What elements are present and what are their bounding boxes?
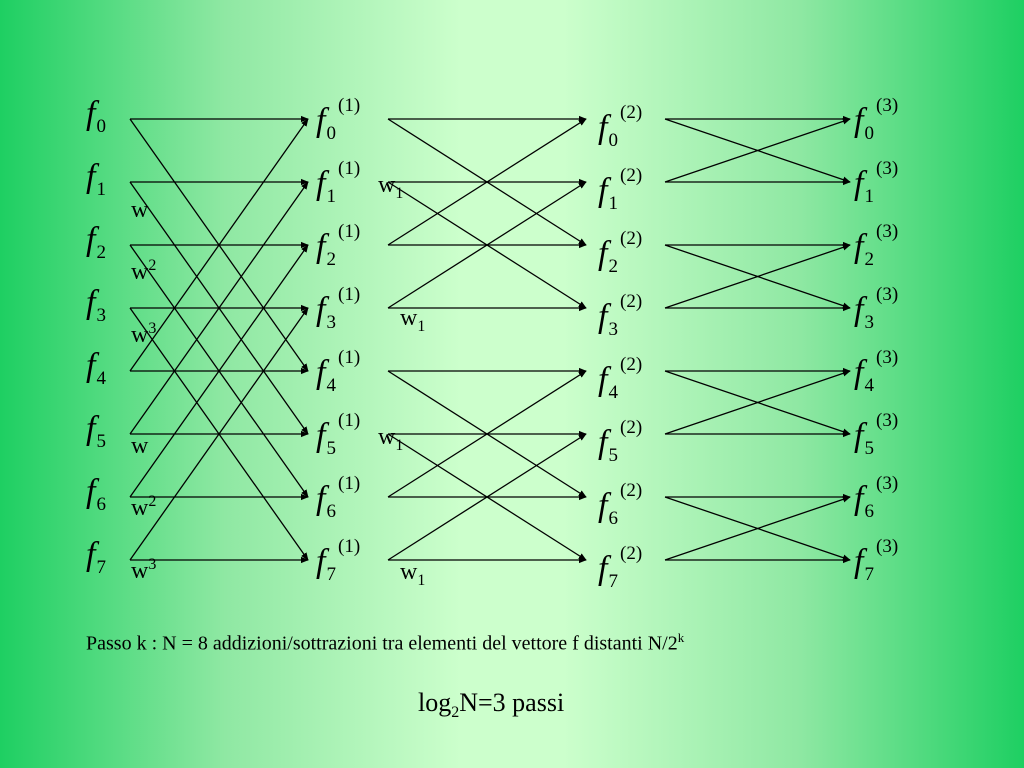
- edge-stage1-7-to-3: [129, 307, 309, 561]
- node-f4-stage3: f4(3): [854, 347, 899, 396]
- node-f3-input: f3: [86, 284, 106, 326]
- node-f6-input: f6: [86, 473, 106, 515]
- weight-f3-stage1: w3: [131, 320, 157, 348]
- node-f6-stage2: f6(2): [598, 480, 643, 529]
- weight-f5-stage1: w: [131, 433, 149, 459]
- weight-f7-stage2: w1: [400, 559, 426, 589]
- node-f0-stage1: f0(1): [316, 95, 361, 144]
- weight-f1-stage2: w1: [378, 172, 404, 202]
- weight-f1-stage1: w: [131, 197, 149, 223]
- node-f3-stage2: f3(2): [598, 291, 643, 340]
- node-f1-stage1: f1(1): [316, 158, 361, 207]
- weight-f7-stage1: w3: [131, 556, 157, 584]
- node-f7-input: f7: [86, 536, 106, 578]
- node-f4-input: f4: [86, 347, 106, 389]
- weight-f5-stage2: w1: [378, 424, 404, 454]
- edge-stage2-3-to-1: [387, 181, 587, 309]
- node-f7-stage1: f7(1): [316, 536, 361, 585]
- edge-stage1-6-to-2: [129, 244, 309, 498]
- weight-f2-stage1: w2: [131, 257, 157, 285]
- node-f2-input: f2: [86, 221, 106, 263]
- node-f2-stage2: f2(2): [598, 228, 643, 277]
- node-f5-stage1: f5(1): [316, 410, 361, 459]
- steps-formula: log2N=3 passi: [418, 688, 565, 722]
- edge-stage3-7-to-6: [664, 496, 851, 561]
- node-f4-stage2: f4(2): [598, 354, 643, 403]
- node-f1-stage2: f1(2): [598, 165, 643, 214]
- edge-stage1-5-to-1: [129, 181, 309, 435]
- node-f6-stage1: f6(1): [316, 473, 361, 522]
- node-f7-stage2: f7(2): [598, 543, 643, 592]
- edge-stage3-1-to-0: [664, 118, 851, 183]
- node-f6-stage3: f6(3): [854, 473, 899, 522]
- node-f0-stage2: f0(2): [598, 102, 643, 151]
- edge-stage3-5-to-4: [664, 370, 851, 435]
- node-f7-stage3: f7(3): [854, 536, 899, 585]
- weight-f6-stage1: w2: [131, 493, 157, 521]
- caption-text: Passo k : N = 8 addizioni/sottrazioni tr…: [86, 630, 685, 655]
- edge-stage2-2-to-0: [387, 118, 587, 246]
- node-f0-input: f0: [86, 95, 106, 137]
- edge-stage2-7-to-5: [387, 433, 587, 561]
- edge-stage3-3-to-2: [664, 244, 851, 309]
- node-f1-stage3: f1(3): [854, 158, 899, 207]
- node-f5-stage2: f5(2): [598, 417, 643, 466]
- node-f0-stage3: f0(3): [854, 95, 899, 144]
- edge-stage1-4-to-0: [129, 118, 309, 372]
- weight-f3-stage2: w1: [400, 305, 426, 335]
- node-f4-stage1: f4(1): [316, 347, 361, 396]
- node-f3-stage3: f3(3): [854, 284, 899, 333]
- node-f3-stage1: f3(1): [316, 284, 361, 333]
- node-f5-stage3: f5(3): [854, 410, 899, 459]
- node-f5-input: f5: [86, 410, 106, 452]
- edge-stage2-6-to-4: [387, 370, 587, 498]
- node-f1-input: f1: [86, 158, 106, 200]
- node-f2-stage3: f2(3): [854, 221, 899, 270]
- node-f2-stage1: f2(1): [316, 221, 361, 270]
